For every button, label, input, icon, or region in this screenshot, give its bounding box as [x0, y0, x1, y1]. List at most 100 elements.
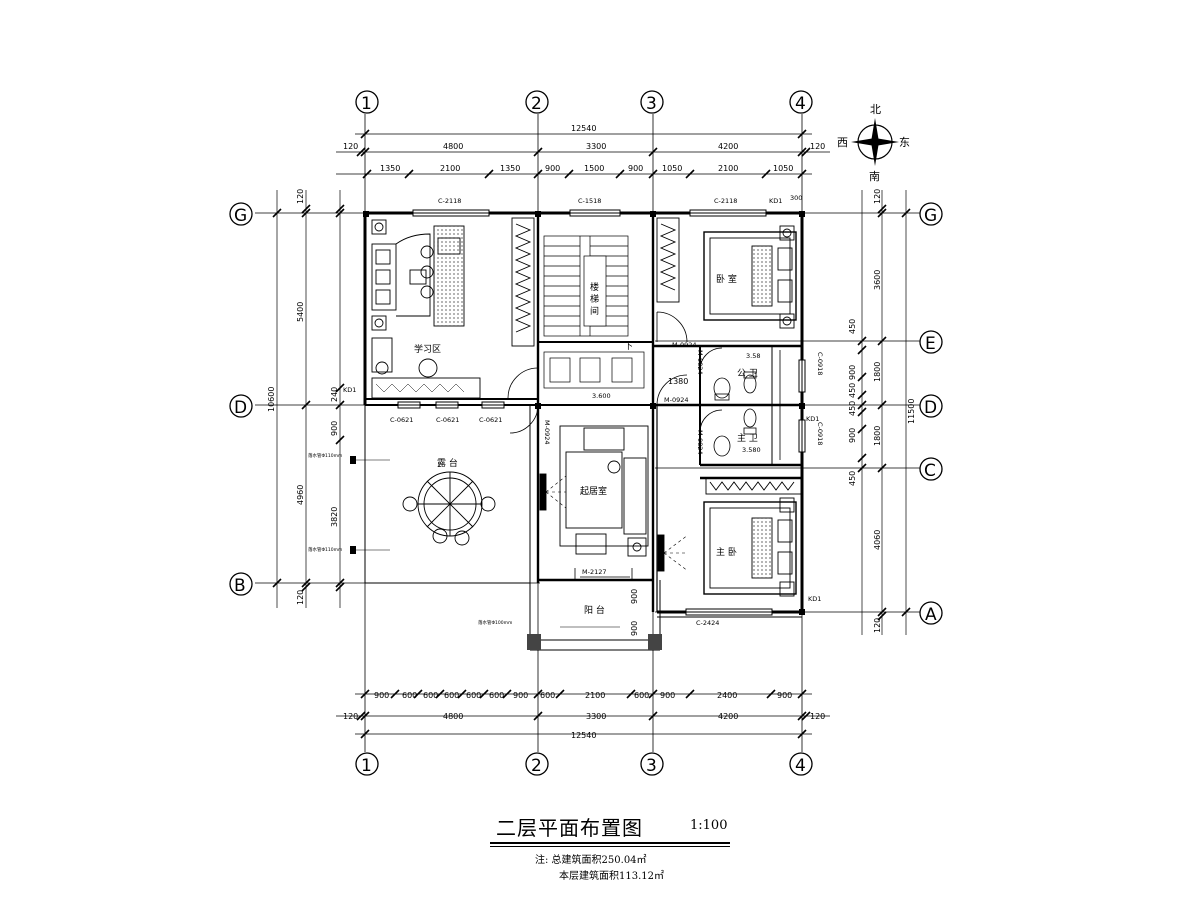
compass-south-label: 南 [869, 170, 880, 183]
door-m0924-b: M-0924 [664, 396, 689, 404]
door-m0824-a: M-0824 [696, 350, 704, 375]
dim-bottom-main-3: 4200 [718, 712, 738, 721]
axis-label-2-top: 2 [531, 94, 542, 114]
axis-label-C-right: C [924, 461, 936, 481]
study-furniture [371, 217, 535, 399]
dim-right-450-b: 450 [848, 383, 857, 398]
dimension-lines-right [857, 190, 911, 635]
dim-top-main-3: 4200 [718, 142, 738, 151]
window-c2424: C-2424 [696, 619, 719, 627]
dim-bottom-sub-8: 600 [540, 691, 555, 700]
dim-bottom-sub-7: 900 [513, 691, 528, 700]
dim-right-4060: 4060 [873, 530, 882, 550]
stair-down-label: 下 [624, 342, 633, 352]
windows [397, 209, 806, 616]
compass-rose-icon: 北 南 东 西 [837, 103, 910, 183]
dim-right-3600: 3600 [873, 270, 882, 290]
dimension-lines-top [336, 129, 830, 179]
terrace-furniture [402, 471, 496, 546]
dim-bottom-sub-12: 2400 [717, 691, 737, 700]
doors [507, 311, 723, 580]
dim-left-mid-1: 5400 [296, 302, 305, 322]
dim-top-sub-3: 1350 [500, 164, 520, 173]
room-label-master-bath: 主 卫 [737, 432, 758, 444]
columns [350, 211, 805, 650]
room-label-terrace: 露 台 [437, 457, 458, 469]
door-m0924-a: M-0924 [672, 341, 697, 349]
room-label-stair-3: 间 [590, 305, 599, 317]
door-kd1-mid-right: KD1 [806, 415, 819, 423]
dimension-lines-left [272, 190, 345, 608]
dim-left-top-120: 120 [296, 189, 305, 204]
axis-label-4-bottom: 4 [795, 756, 806, 776]
dim-balcony-900-a: 900 [630, 589, 639, 604]
room-label-master-bedroom: 主 卧 [716, 546, 737, 558]
dim-bottom-sub-3: 600 [423, 691, 438, 700]
dim-bottom-sub-9: 2100 [585, 691, 605, 700]
window-c2118-right: C-2118 [714, 197, 737, 205]
window-c1518: C-1518 [578, 197, 601, 205]
dim-right-450-a: 450 [848, 319, 857, 334]
dim-left-bottom-120: 120 [296, 590, 305, 605]
dim-top-sub-8: 2100 [718, 164, 738, 173]
room-label-living: 起居室 [580, 485, 607, 497]
dim-left-240: 240 [330, 387, 339, 402]
window-c0621-c: C-0621 [479, 416, 502, 424]
title-underline-thick [490, 842, 730, 844]
dim-top-main-1: 4800 [443, 142, 463, 151]
dim-right-900-b: 900 [848, 428, 857, 443]
dim-bottom-main-2: 3300 [586, 712, 606, 721]
room-label-balcony: 阳 台 [584, 604, 605, 616]
dim-balcony-900-b: 900 [630, 621, 639, 636]
drawing-scale: 1:100 [690, 818, 728, 833]
axis-label-2-bottom: 2 [531, 756, 542, 776]
dim-bottom-sub-10: 600 [634, 691, 649, 700]
dim-bottom-main-1: 4800 [443, 712, 463, 721]
drain-label-terrace-a: 落水管Φ110mm [308, 452, 342, 459]
dim-bottom-sub-1: 900 [374, 691, 389, 700]
dim-top-main-2: 3300 [586, 142, 606, 151]
axis-label-1-top: 1 [361, 94, 372, 114]
window-c0621-a: C-0621 [390, 416, 413, 424]
door-kd1-bottom-right: KD1 [808, 595, 821, 603]
dim-top-sub-5: 1500 [584, 164, 604, 173]
door-kd1-left: KD1 [343, 386, 356, 394]
living-room-furniture [539, 425, 649, 557]
drain-label-balcony: 落水管Φ100mm [478, 619, 512, 626]
dim-top-sub-7: 1050 [662, 164, 682, 173]
room-label-stair-1: 楼 [590, 281, 599, 293]
level-master-bath: 3.580 [742, 446, 761, 454]
axis-label-D-left: D [234, 398, 247, 418]
door-m2127: M-2127 [582, 568, 607, 576]
door-m0924-c: M-0924 [543, 420, 551, 445]
note-total-area: 注: 总建筑面积250.04㎡ [535, 855, 647, 866]
axis-label-G-left: G [234, 206, 247, 226]
dim-1380: 1380 [668, 377, 688, 386]
drain-arrows [356, 459, 620, 628]
dim-bottom-side-right: 120 [810, 712, 825, 721]
living-view-lines [545, 475, 567, 509]
dim-top-total: 12540 [571, 124, 596, 133]
title-underline-thin [490, 846, 730, 847]
compass-north-label: 北 [870, 103, 881, 116]
dim-right-450-d: 450 [848, 471, 857, 486]
dim-bottom-side-left: 120 [343, 712, 358, 721]
window-c2118-left: C-2118 [438, 197, 461, 205]
dim-bottom-sub-13: 900 [777, 691, 792, 700]
dim-bottom-sub-6: 600 [489, 691, 504, 700]
dim-bottom-sub-2: 600 [402, 691, 417, 700]
compass-west-label: 西 [837, 136, 848, 149]
axis-label-A-right: A [925, 605, 937, 625]
axis-label-E-right: E [925, 334, 936, 354]
dim-right-1800-a: 1800 [873, 362, 882, 382]
dim-right-1800-b: 1800 [873, 426, 882, 446]
axis-label-D-right: D [924, 398, 937, 418]
dim-top-sub-6: 900 [628, 164, 643, 173]
dim-left-outer: 10600 [267, 387, 276, 412]
drain-label-terrace-b: 落水管Φ110mm [308, 546, 342, 553]
level-main: 3.600 [592, 392, 611, 400]
dim-left-3820: 3820 [330, 507, 339, 527]
dim-top-sub-4: 900 [545, 164, 560, 173]
tv-view-lines [663, 534, 689, 572]
